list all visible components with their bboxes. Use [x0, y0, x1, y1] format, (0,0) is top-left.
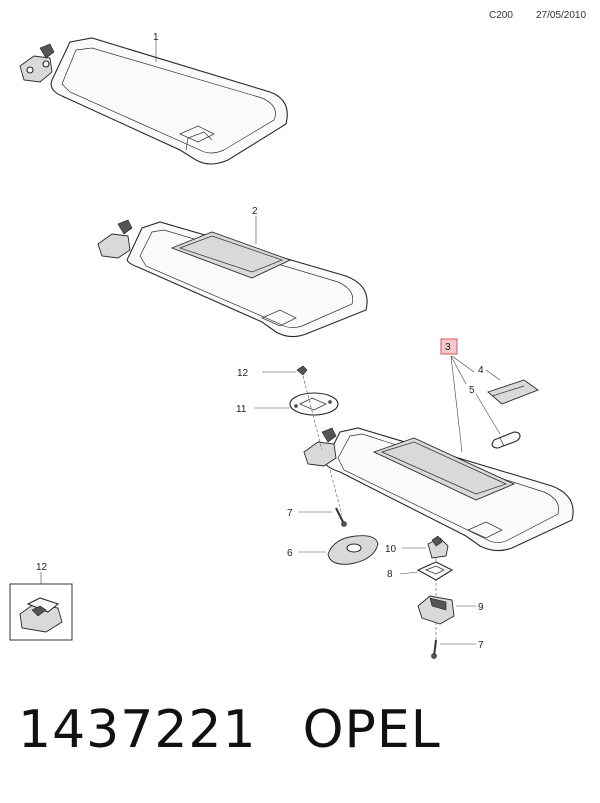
- assembly-line: [329, 469, 343, 516]
- screw-part-7-upper[interactable]: [335, 507, 347, 527]
- part-number: 1437221: [18, 700, 257, 760]
- callout-7b: 7: [478, 640, 484, 651]
- screw-part-7-lower[interactable]: [431, 639, 437, 659]
- part-3-highlight-box[interactable]: 3: [440, 338, 458, 355]
- leader-line: [450, 355, 463, 453]
- sun-visor-part-1[interactable]: [19, 37, 288, 165]
- callout-2: 2: [252, 206, 258, 217]
- cover-part-4[interactable]: [487, 379, 539, 405]
- callout-5: 5: [469, 385, 475, 396]
- callout-3: 3: [445, 342, 451, 353]
- sun-visor-part-2[interactable]: [97, 219, 368, 338]
- leader-line: [451, 355, 475, 373]
- pivot-plate-part-11[interactable]: [289, 392, 339, 416]
- leader-line: [475, 393, 501, 435]
- callout-4: 4: [478, 365, 484, 376]
- cover-cap-part-6[interactable]: [327, 535, 379, 565]
- pad-part-8[interactable]: [416, 561, 454, 581]
- clip-part-12[interactable]: [296, 365, 308, 376]
- assembly-line: [302, 375, 323, 451]
- holder-part-9[interactable]: [417, 595, 455, 625]
- brand-name: OPEL: [302, 700, 441, 760]
- callout-6: 6: [287, 548, 293, 559]
- leader-line: [485, 369, 501, 381]
- detail-inset-part-12[interactable]: [9, 583, 73, 641]
- leader-line: [399, 571, 419, 575]
- sun-visor-part-3[interactable]: [303, 427, 574, 552]
- clip-part-10[interactable]: [427, 535, 449, 559]
- callout-9: 9: [478, 602, 484, 613]
- callout-1: 1: [153, 32, 159, 43]
- callout-7a: 7: [287, 508, 293, 519]
- bulb-part-5[interactable]: [491, 431, 521, 449]
- callout-10: 10: [385, 544, 397, 555]
- footer: 1437221 OPEL: [18, 700, 441, 760]
- callout-11: 11: [236, 404, 247, 415]
- diagram-code: C200: [489, 10, 513, 21]
- callout-8: 8: [387, 569, 393, 580]
- callout-12b: 12: [36, 562, 48, 573]
- callout-12a: 12: [237, 368, 249, 379]
- diagram-date: 27/05/2010: [536, 10, 587, 21]
- leader-line: [450, 355, 467, 385]
